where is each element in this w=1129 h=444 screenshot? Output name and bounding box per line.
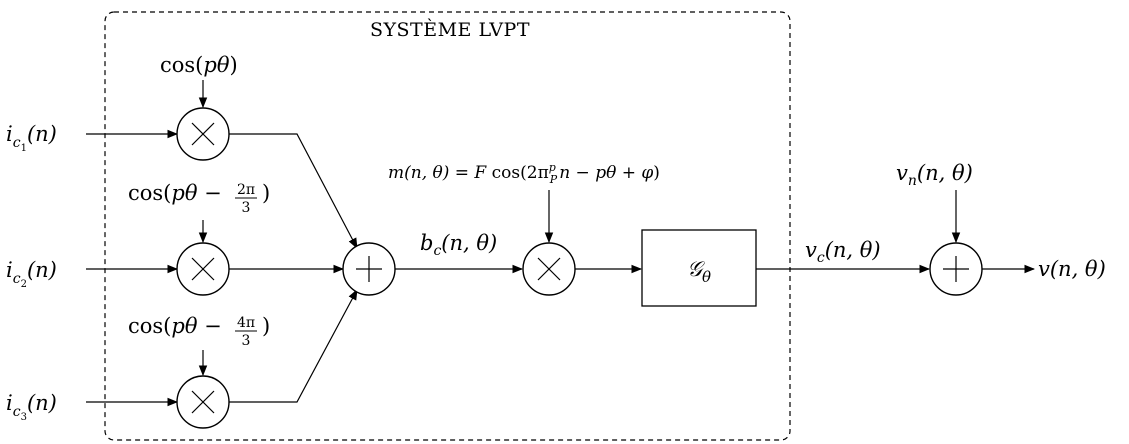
bc-label: bc(n, θ) bbox=[420, 231, 497, 259]
svg-text:): ) bbox=[262, 314, 270, 338]
summing-node-1 bbox=[342, 242, 396, 296]
g-theta-block bbox=[641, 229, 757, 307]
svg-text:3: 3 bbox=[242, 333, 251, 349]
vn-label: vn(n, θ) bbox=[896, 161, 973, 189]
multiplier-2 bbox=[176, 242, 230, 296]
wire-mult1-to-sum bbox=[229, 133, 358, 249]
input-label-2: ic2(n) bbox=[6, 258, 57, 290]
input-label-1: ic1(n) bbox=[6, 122, 57, 154]
summing-node-2 bbox=[929, 242, 983, 296]
g-theta-label: 𝒢θ bbox=[687, 257, 711, 286]
multiplier-4 bbox=[522, 242, 576, 296]
multiplier-3 bbox=[176, 375, 230, 429]
svg-text:): ) bbox=[262, 181, 270, 205]
vc-label: vc(n, θ) bbox=[805, 238, 881, 266]
system-boundary bbox=[104, 11, 791, 441]
svg-text:4π: 4π bbox=[237, 315, 255, 331]
svg-text:2π: 2π bbox=[237, 182, 255, 198]
svg-text:3: 3 bbox=[242, 200, 251, 216]
cos-label-1: cos(pθ) bbox=[160, 53, 238, 77]
multiplier-1 bbox=[176, 107, 230, 161]
v-output-label: v(n, θ) bbox=[1038, 257, 1106, 281]
input-label-3: ic3(n) bbox=[6, 391, 57, 423]
wire-mult3-to-sum bbox=[229, 289, 358, 403]
cos-label-3: cos(pθ − bbox=[128, 314, 222, 338]
system-title: SYSTÈME LVPT bbox=[370, 18, 530, 41]
cos-label-2: cos(pθ − bbox=[128, 181, 222, 205]
cos-label-3-fraction: 4π 3) bbox=[235, 314, 270, 349]
cos-label-2-fraction: 2π 3) bbox=[235, 181, 270, 216]
